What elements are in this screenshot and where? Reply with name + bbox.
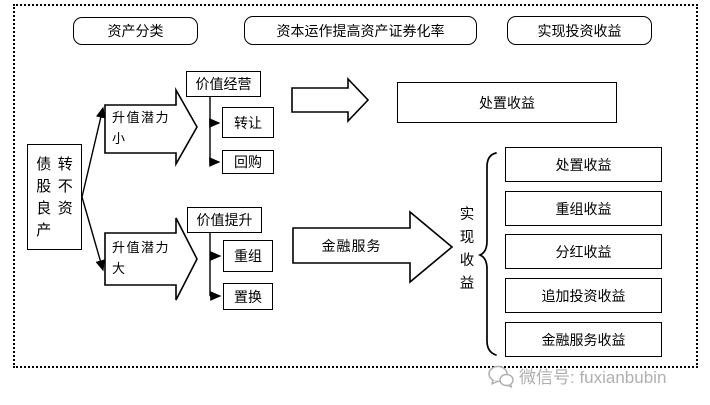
buyback-box: 回购 [222,150,274,174]
large-potential-label: 升值潜力大 [112,240,171,276]
header-box-capital-operation: 资本运作提高资产证券化率 [244,16,477,45]
income-item-dividend: 分红收益 [505,234,662,269]
income-item-financial-services: 金融服务收益 [505,322,662,357]
wechat-icon [488,365,514,388]
transfer-label: 转让 [234,114,262,131]
income-item-label: 分红收益 [555,243,612,260]
wechat-watermark: 微信号: fuxianbubin [488,363,666,388]
income-item-label: 金融服务收益 [541,331,626,348]
swap-label: 置换 [234,288,262,305]
value-enhancement-title: 价值提升 [196,212,253,228]
source-char: 债 [36,155,52,173]
source-char: 良 [36,199,52,217]
disposal-income-label: 处置收益 [479,94,535,111]
header-label-3: 实现投资收益 [537,22,622,39]
restructure-box: 重组 [223,240,273,272]
header-label-1: 资产分类 [107,23,164,39]
value-enhancement-box: 价值提升 [187,207,262,233]
disposal-income-box: 处置收益 [397,82,617,123]
source-box-debt-equity-npa: 债 转 股 不 良 资 产 [27,144,82,250]
small-potential-label: 升值潜力小 [112,110,171,146]
header-box-investment-return: 实现投资收益 [507,16,652,45]
source-char: 产 [36,221,52,239]
restructure-label: 重组 [234,248,262,264]
income-item-disposal: 处置收益 [505,147,662,182]
buyback-label: 回购 [234,154,262,170]
source-char: 股 [36,177,52,195]
source-char: 不 [57,177,73,195]
swap-box: 置换 [223,283,273,310]
realized-income-label: 实现收益 [459,207,475,292]
source-char: 资 [57,199,73,217]
income-item-additional-investment: 追加投资收益 [505,278,662,313]
transfer-box: 转让 [222,107,274,138]
financial-services-label: 金融服务 [321,237,382,254]
value-operation-box: 价值经营 [186,71,261,97]
header-box-asset-classification: 资产分类 [73,17,198,45]
wechat-id-text: 微信号: fuxianbubin [519,368,667,387]
income-item-label: 处置收益 [555,156,612,173]
income-item-label: 重组收益 [555,200,612,217]
income-item-label: 追加投资收益 [541,287,626,304]
source-char: 转 [57,155,73,173]
dotted-border-frame [13,4,698,368]
income-item-restructure: 重组收益 [505,191,662,226]
header-label-2: 资本运作提高资产证券化率 [276,22,445,39]
value-operation-title: 价值经营 [195,76,252,92]
